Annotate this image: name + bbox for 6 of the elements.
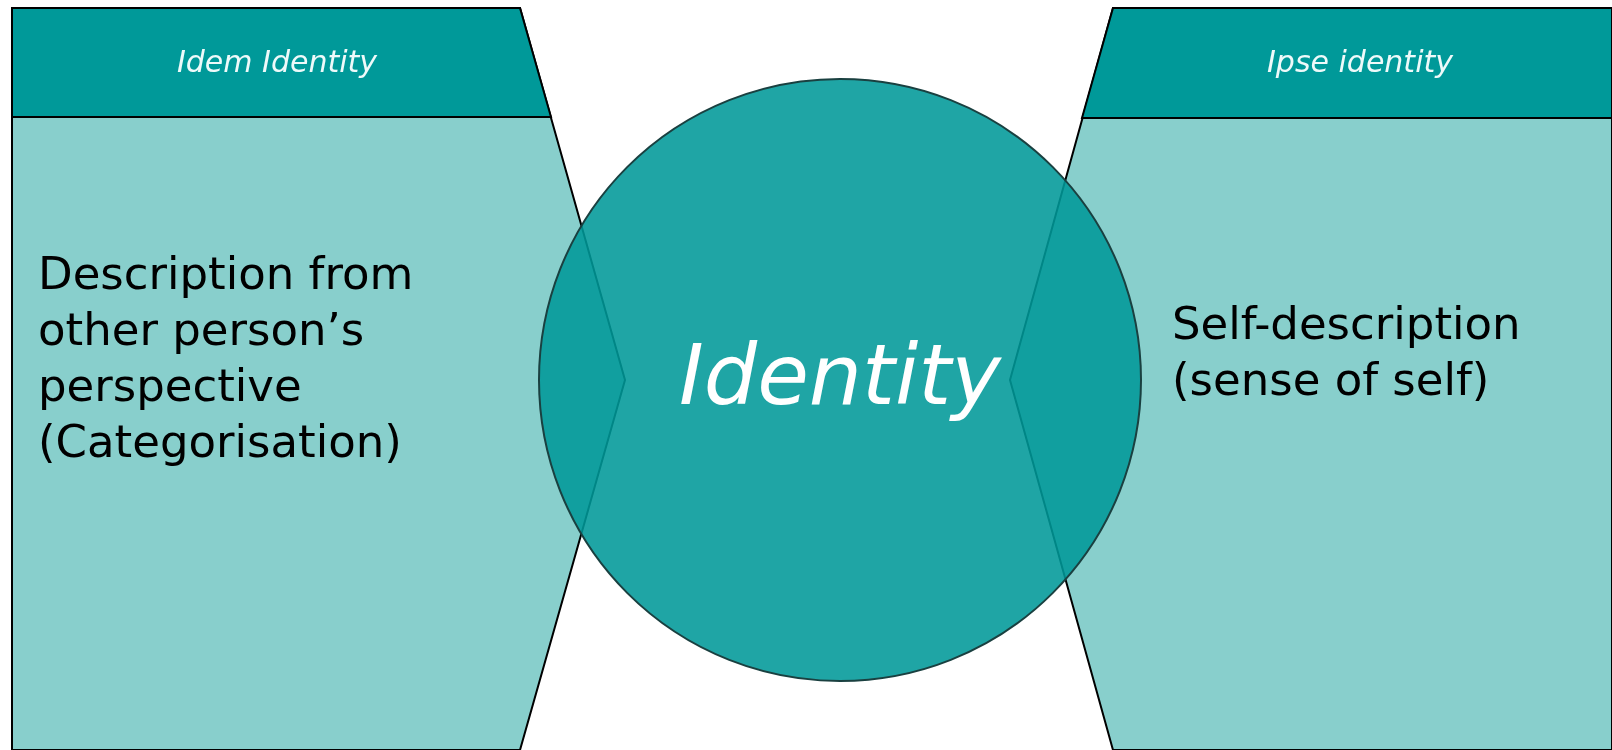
circle-label: Identity <box>678 326 1003 424</box>
circle <box>538 78 1142 682</box>
panel-text: Self-description (sense of self) <box>1172 296 1522 408</box>
panel-heading: Ipse identity <box>1266 44 1454 79</box>
panel-text: Description from other person’s perspective (Categorisation) <box>38 246 415 470</box>
panel-heading: Idem Identity <box>175 44 379 79</box>
